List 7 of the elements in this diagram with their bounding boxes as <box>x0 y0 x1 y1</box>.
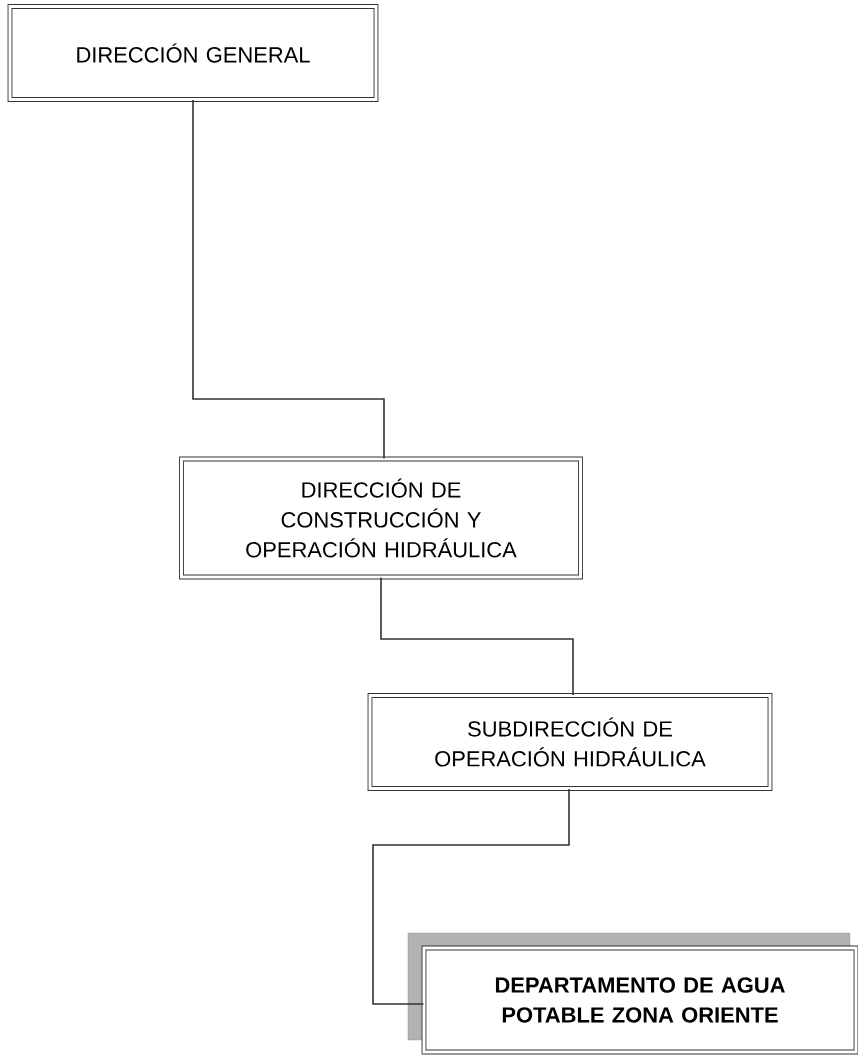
org-box: DIRECCIÓN GENERAL <box>7 4 379 102</box>
org-box: DIRECCIÓN DE CONSTRUCCIÓN Y OPERACIÓN HIDRÁULICA <box>179 456 583 580</box>
org-box: SUBDIRECCIÓN DE OPERACIÓN HIDRÁULICA <box>367 693 773 791</box>
connector-line <box>380 576 574 696</box>
connector-line <box>372 788 570 1005</box>
org-box: DEPARTAMENTO DE AGUA POTABLE ZONA ORIENTE <box>407 932 858 1055</box>
connector-line <box>192 99 385 460</box>
